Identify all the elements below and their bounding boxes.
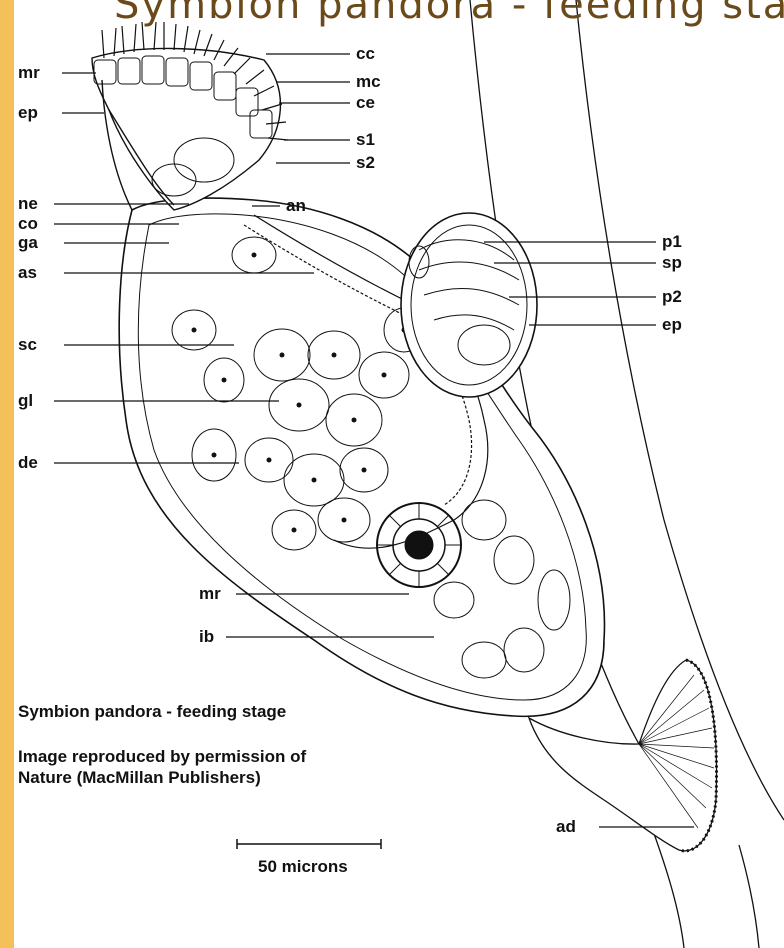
label-mr-bottom: mr <box>199 585 221 603</box>
label-de: de <box>18 454 38 472</box>
label-sc: sc <box>18 336 37 354</box>
caption-credit-line1: Image reproduced by permission of <box>18 747 306 767</box>
label-p2: p2 <box>662 288 682 306</box>
label-ep-right: ep <box>662 316 682 334</box>
label-as: as <box>18 264 37 282</box>
label-ga: ga <box>18 234 38 252</box>
label-p1: p1 <box>662 233 682 251</box>
label-ce: ce <box>356 94 375 112</box>
label-ib: ib <box>199 628 214 646</box>
label-gl: gl <box>18 392 33 410</box>
brood-pouch <box>401 213 537 397</box>
label-ad: ad <box>556 818 576 836</box>
label-cc: cc <box>356 45 375 63</box>
ciliated-ring <box>377 503 461 587</box>
page-heading: Symbion pandora - feeding stage <box>114 0 784 28</box>
label-co: co <box>18 215 38 233</box>
caption-species: Symbion pandora - feeding stage <box>18 702 286 722</box>
label-ne: ne <box>18 195 38 213</box>
symbion-drawing <box>14 0 784 948</box>
buccal-funnel <box>92 48 280 210</box>
label-ep-top: ep <box>18 104 38 122</box>
illustration-panel: Symbion pandora - feeding stage <box>14 0 784 948</box>
label-sp: sp <box>662 254 682 272</box>
scale-bar <box>237 839 381 849</box>
scale-bar-label: 50 microns <box>258 857 348 877</box>
label-an: an <box>286 197 306 215</box>
caption-credit-line2: Nature (MacMillan Publishers) <box>18 768 261 788</box>
label-mc: mc <box>356 73 381 91</box>
label-s2: s2 <box>356 154 375 172</box>
label-s1: s1 <box>356 131 375 149</box>
label-mr-top: mr <box>18 64 40 82</box>
